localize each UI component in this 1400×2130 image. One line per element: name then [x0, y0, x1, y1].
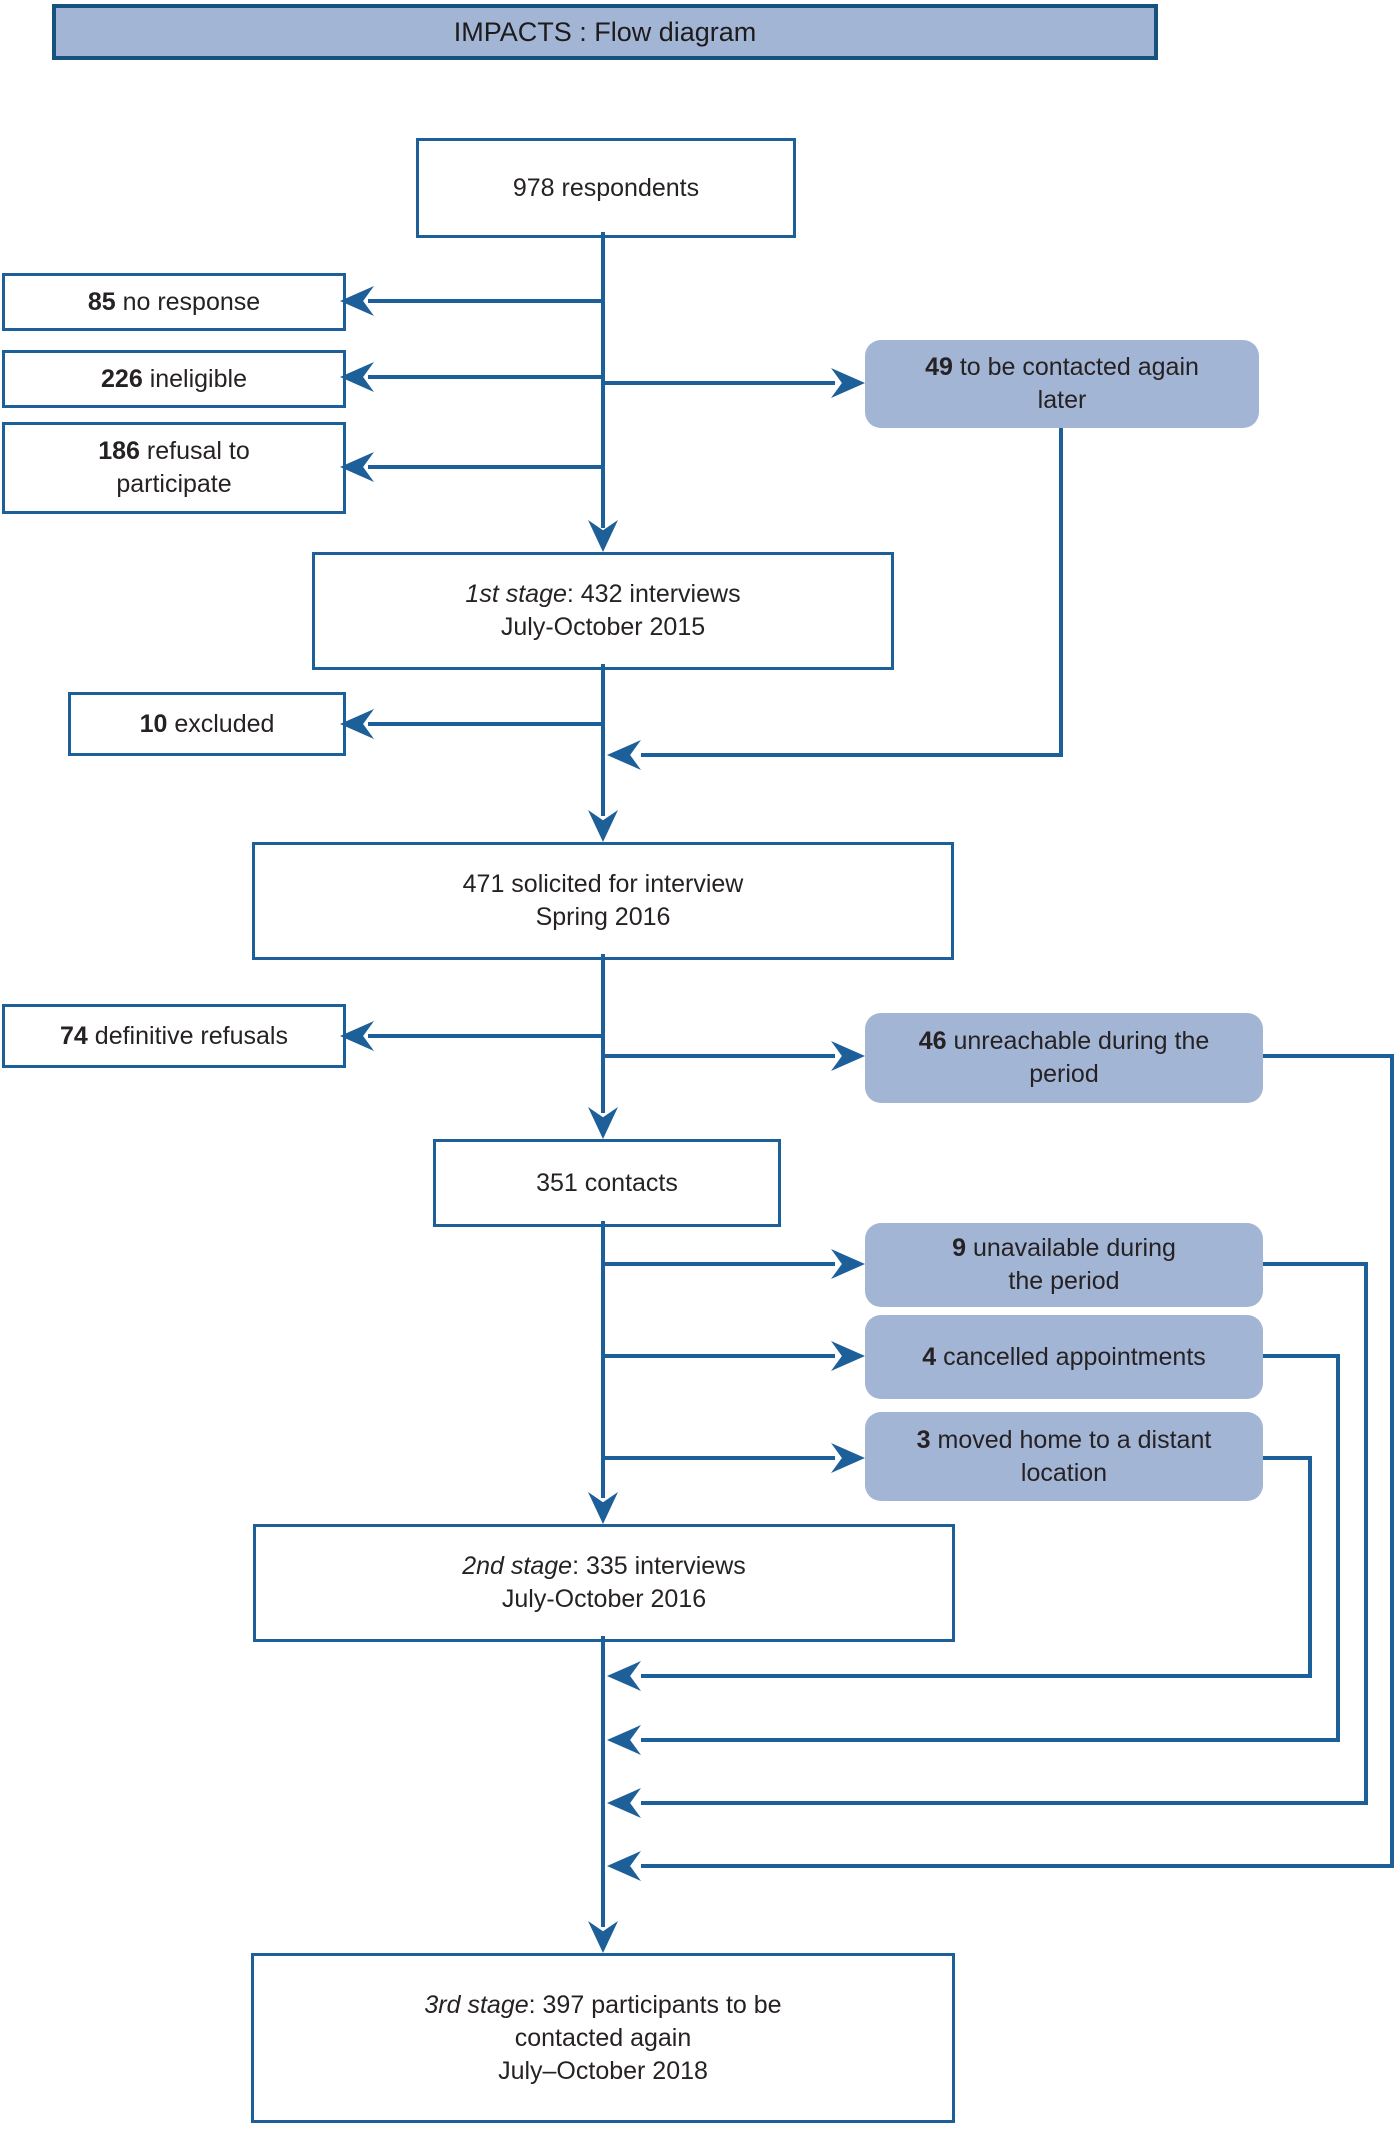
stage-line2: contacted again: [514, 2023, 692, 2052]
stage-date: July–October 2018: [498, 2056, 708, 2085]
node-stage2-interviews: 2nd stage: 335 interviews July-October 2…: [253, 1524, 955, 1642]
branch-line-excluded: [368, 722, 603, 726]
node-label: excluded: [174, 709, 275, 738]
node-label: unavailable during: [972, 1234, 1176, 1262]
return-hline-unavailable: [641, 1801, 1368, 1805]
node-stage3-participants: 3rd stage: 397 participants to be contac…: [251, 1953, 955, 2123]
node-10-excluded: 10 excluded: [68, 692, 346, 756]
node-471-solicited: 471 solicited for interview Spring 2016: [252, 842, 954, 960]
diagram-title: IMPACTS : Flow diagram: [453, 16, 757, 47]
return-exit-unreachable: [1263, 1054, 1394, 1058]
stage-name: 3rd stage: [424, 1990, 529, 2019]
arrowhead-right-unavailable: [831, 1249, 865, 1279]
node-49-contact-later: 49 to be contacted again later: [865, 340, 1259, 428]
stage-rest: : 397 participants to be: [528, 1990, 782, 2019]
arrowhead-right-unreachable: [831, 1041, 865, 1071]
branch-line-cancelled: [605, 1354, 835, 1358]
node-label-line2: the period: [1008, 1267, 1120, 1295]
node-number: 10: [139, 709, 168, 738]
node-label: no response: [122, 287, 261, 316]
node-226-ineligible: 226 ineligible: [2, 350, 346, 408]
return-hline-moved: [641, 1674, 1312, 1678]
branch-line-contact-later: [605, 381, 835, 385]
return-vline-unavailable: [1364, 1262, 1368, 1805]
node-number: 49: [925, 353, 953, 381]
node-number: 85: [87, 287, 116, 316]
branch-line-no-response: [368, 299, 603, 303]
stage-rest: : 432 interviews: [566, 580, 741, 608]
spine-segment-1: [601, 232, 605, 528]
node-4-cancelled: 4 cancelled appointments: [865, 1315, 1263, 1399]
arrowhead-right-moved: [831, 1443, 865, 1473]
node-351-contacts: 351 contacts: [433, 1139, 781, 1227]
node-label-line2: location: [1020, 1458, 1108, 1487]
spine-segment-4: [601, 1221, 605, 1498]
node-number: 3: [916, 1425, 931, 1454]
arrowhead-merge-unreachable: [607, 1851, 641, 1881]
arrowhead-merge-unavailable: [607, 1788, 641, 1818]
return-exit-moved: [1263, 1456, 1312, 1460]
arrowhead-right-cancelled: [831, 1341, 865, 1371]
node-label-line2: period: [1029, 1060, 1099, 1088]
node-date: Spring 2016: [535, 903, 671, 931]
node-3-moved: 3 moved home to a distant location: [865, 1412, 1263, 1501]
branch-line-moved: [605, 1456, 835, 1460]
node-74-definitive-refusals: 74 definitive refusals: [2, 1004, 346, 1068]
node-label-line2: later: [1037, 386, 1087, 414]
return-hline-unreachable: [641, 1864, 1394, 1868]
return-exit-cancelled: [1263, 1354, 1340, 1358]
node-label: moved home to a distant: [937, 1425, 1212, 1454]
node-number: 226: [101, 364, 143, 393]
node-number: 186: [98, 437, 140, 465]
return-exit-unavailable: [1263, 1262, 1368, 1266]
return-hline-cancelled: [641, 1738, 1340, 1742]
node-label: unreachable during the: [953, 1027, 1210, 1055]
spine-segment-3: [601, 954, 605, 1113]
node-186-refusal: 186 refusal to participate: [2, 422, 346, 514]
arrowhead-merge-cancelled: [607, 1725, 641, 1755]
node-label-line2: participate: [116, 470, 232, 498]
node-46-unreachable: 46 unreachable during the period: [865, 1013, 1263, 1103]
arrowhead-merge-moved: [607, 1661, 641, 1691]
node-label: to be contacted again: [959, 353, 1199, 381]
node-label: cancelled appointments: [943, 1342, 1206, 1371]
node-number: 74: [60, 1021, 88, 1050]
node-label: ineligible: [149, 364, 247, 393]
node-number: 9: [952, 1234, 966, 1262]
node-label: 978 respondents: [512, 173, 700, 202]
return-vline-contact-later: [1059, 428, 1063, 757]
stage-date: July-October 2016: [501, 1585, 707, 1613]
node-label: definitive refusals: [94, 1021, 288, 1050]
node-978-respondents: 978 respondents: [416, 138, 796, 238]
branch-line-refusal: [368, 465, 603, 469]
node-85-no-response: 85 no response: [2, 273, 346, 331]
node-label: 351 contacts: [536, 1168, 678, 1197]
return-vline-unreachable: [1390, 1054, 1394, 1868]
spine-segment-2: [601, 664, 605, 816]
stage-name: 2nd stage: [462, 1552, 573, 1580]
node-label: refusal to: [146, 437, 250, 465]
stage-name: 1st stage: [465, 580, 567, 608]
branch-line-ineligible: [368, 375, 603, 379]
return-vline-cancelled: [1336, 1354, 1340, 1742]
node-label: 471 solicited for interview: [462, 870, 744, 898]
return-hline-contact-later: [641, 753, 1063, 757]
node-stage1-interviews: 1st stage: 432 interviews July-October 2…: [312, 552, 894, 670]
branch-line-unreachable: [605, 1054, 835, 1058]
arrowhead-right-contact-later: [831, 368, 865, 398]
branch-line-definitive-refusals: [368, 1034, 603, 1038]
node-9-unavailable: 9 unavailable during the period: [865, 1223, 1263, 1307]
spine-segment-5: [601, 1636, 605, 1927]
return-vline-moved: [1308, 1456, 1312, 1678]
diagram-title-bar: IMPACTS : Flow diagram: [52, 4, 1158, 60]
arrowhead-merge-contact-later: [607, 740, 641, 770]
branch-line-unavailable: [605, 1262, 835, 1266]
node-number: 46: [918, 1027, 947, 1055]
stage-rest: : 335 interviews: [572, 1552, 746, 1580]
stage-date: July-October 2015: [500, 613, 706, 641]
node-number: 4: [922, 1342, 937, 1371]
